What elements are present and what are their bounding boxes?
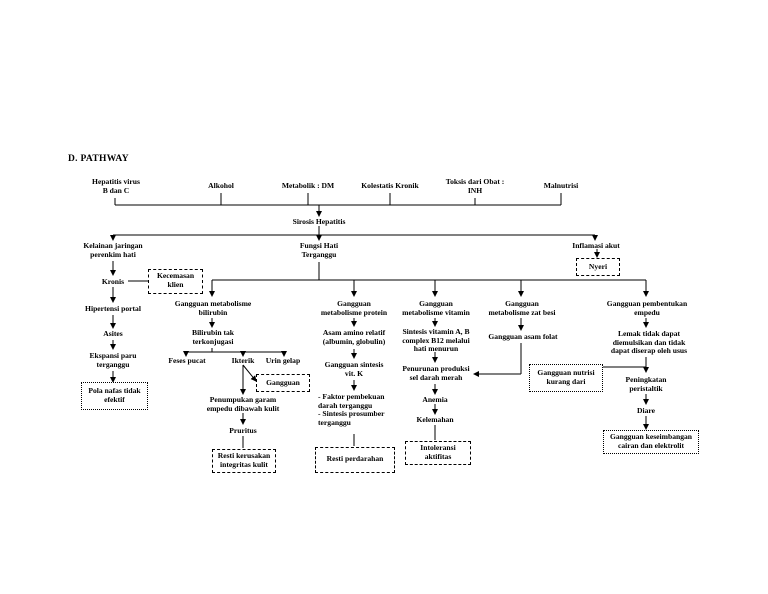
pola-nafas-box: Pola nafas tidak efektif (81, 382, 148, 410)
fungsi-hati: Fungsi Hati Terganggu (299, 241, 339, 259)
kronis: Kronis (101, 277, 125, 286)
gangguan-sintesis-vitk: Gangguan sintesis vit. K (324, 360, 384, 378)
anemia: Anemia (422, 395, 448, 404)
resti-kulit-box: Resti kerusakan integritas kulit (212, 449, 276, 473)
resti-perdarahan-box: Resti perdarahan (315, 447, 395, 473)
intoleransi-box: Intoleransi aktifitas (405, 441, 471, 465)
kelainan-jaringan: Kelainan jaringan perenkim hati (83, 241, 143, 259)
gangguan: Gangguan (266, 378, 300, 387)
cause-metabolik: Metabolik : DM (281, 181, 335, 190)
penumpukan-garam: Penumpukan garam empedu dibawah kulit (206, 395, 280, 413)
ikterik: Ikterik (231, 356, 255, 365)
diare: Diare (637, 406, 655, 415)
asites: Asites (103, 329, 123, 338)
empedu-title: Gangguan pembentukan empedu (606, 299, 688, 317)
section-heading: D. PATHWAY (68, 154, 129, 164)
cause-alkohol: Alkohol (208, 181, 234, 190)
asam-amino: Asam amino relatif (albumin, globulin) (322, 328, 386, 346)
urin-gelap: Urin gelap (265, 356, 301, 365)
lemak-tidak: Lemak tidak dapat diemulsikan dan tidak … (610, 329, 688, 356)
peningkatan-peristaltik: Peningkatan peristaltik (625, 375, 667, 393)
cause-kolestatis: Kolestatis Kronik (361, 181, 419, 190)
kecemasan-box: Kecemasan klien (148, 269, 203, 294)
pruritus: Pruritus (229, 426, 257, 435)
inflamasi-akut: Inflamasi akut (572, 241, 620, 250)
vitamin-title: Gangguan metabolisme vitamin (402, 299, 470, 317)
nyeri-box: Nyeri (576, 258, 620, 276)
gangguan-keseimbangan: Gangguan keseimbangan cairan dan elektro… (609, 432, 693, 450)
cause-hepatitis: Hepatitis virus B dan C (92, 177, 140, 195)
kelemahan: Kelemahan (416, 415, 454, 424)
cause-malnutrisi: Malnutrisi (543, 181, 579, 190)
sintesis-vitamin: Sintesis vitamin A, B complex B12 melalu… (402, 327, 470, 354)
keseimbangan-box: Gangguan keseimbangan cairan dan elektro… (603, 430, 699, 454)
kecemasan: Kecemasan klien (156, 271, 195, 289)
resti-kulit: Resti kerusakan integritas kulit (217, 451, 271, 469)
feses-pucat: Feses pucat (168, 356, 206, 365)
gangguan-nutrisi: Gangguan nutrisi kurang dari (537, 368, 595, 386)
hipertensi-portal: Hipertensi portal (85, 304, 141, 313)
ekspansi-paru: Ekspansi paru terganggu (89, 351, 137, 369)
besi-title: Gangguan metabolisme zat besi (488, 299, 556, 317)
sirosis-hepatitis: Sirosis Hepatitis (292, 217, 346, 226)
nutrisi-box: Gangguan nutrisi kurang dari (529, 364, 603, 392)
protein-title: Gangguan metabolisme protein (320, 299, 388, 317)
resti-perdarahan: Resti perdarahan (326, 454, 384, 463)
bilirubin-tak: Bilirubin tak terkonjugasi (192, 328, 234, 346)
faktor-pembekuan: - Faktor pembekuan darah terganggu - Sin… (318, 392, 385, 427)
bilirubin-title: Gangguan metabolisme bilirubin (174, 299, 252, 317)
intoleransi: Intoleransi aktifitas (420, 443, 456, 461)
cause-toksis: Toksis dari Obat : INH (445, 177, 505, 195)
pola-nafas: Pola nafas tidak efektif (88, 386, 141, 404)
asam-folat: Gangguan asam folat (488, 332, 558, 341)
gangguan-box: Gangguan (256, 374, 310, 392)
penurunan-produksi: Penurunan produksi sel darah merah (402, 364, 470, 382)
nyeri: Nyeri (588, 262, 608, 271)
